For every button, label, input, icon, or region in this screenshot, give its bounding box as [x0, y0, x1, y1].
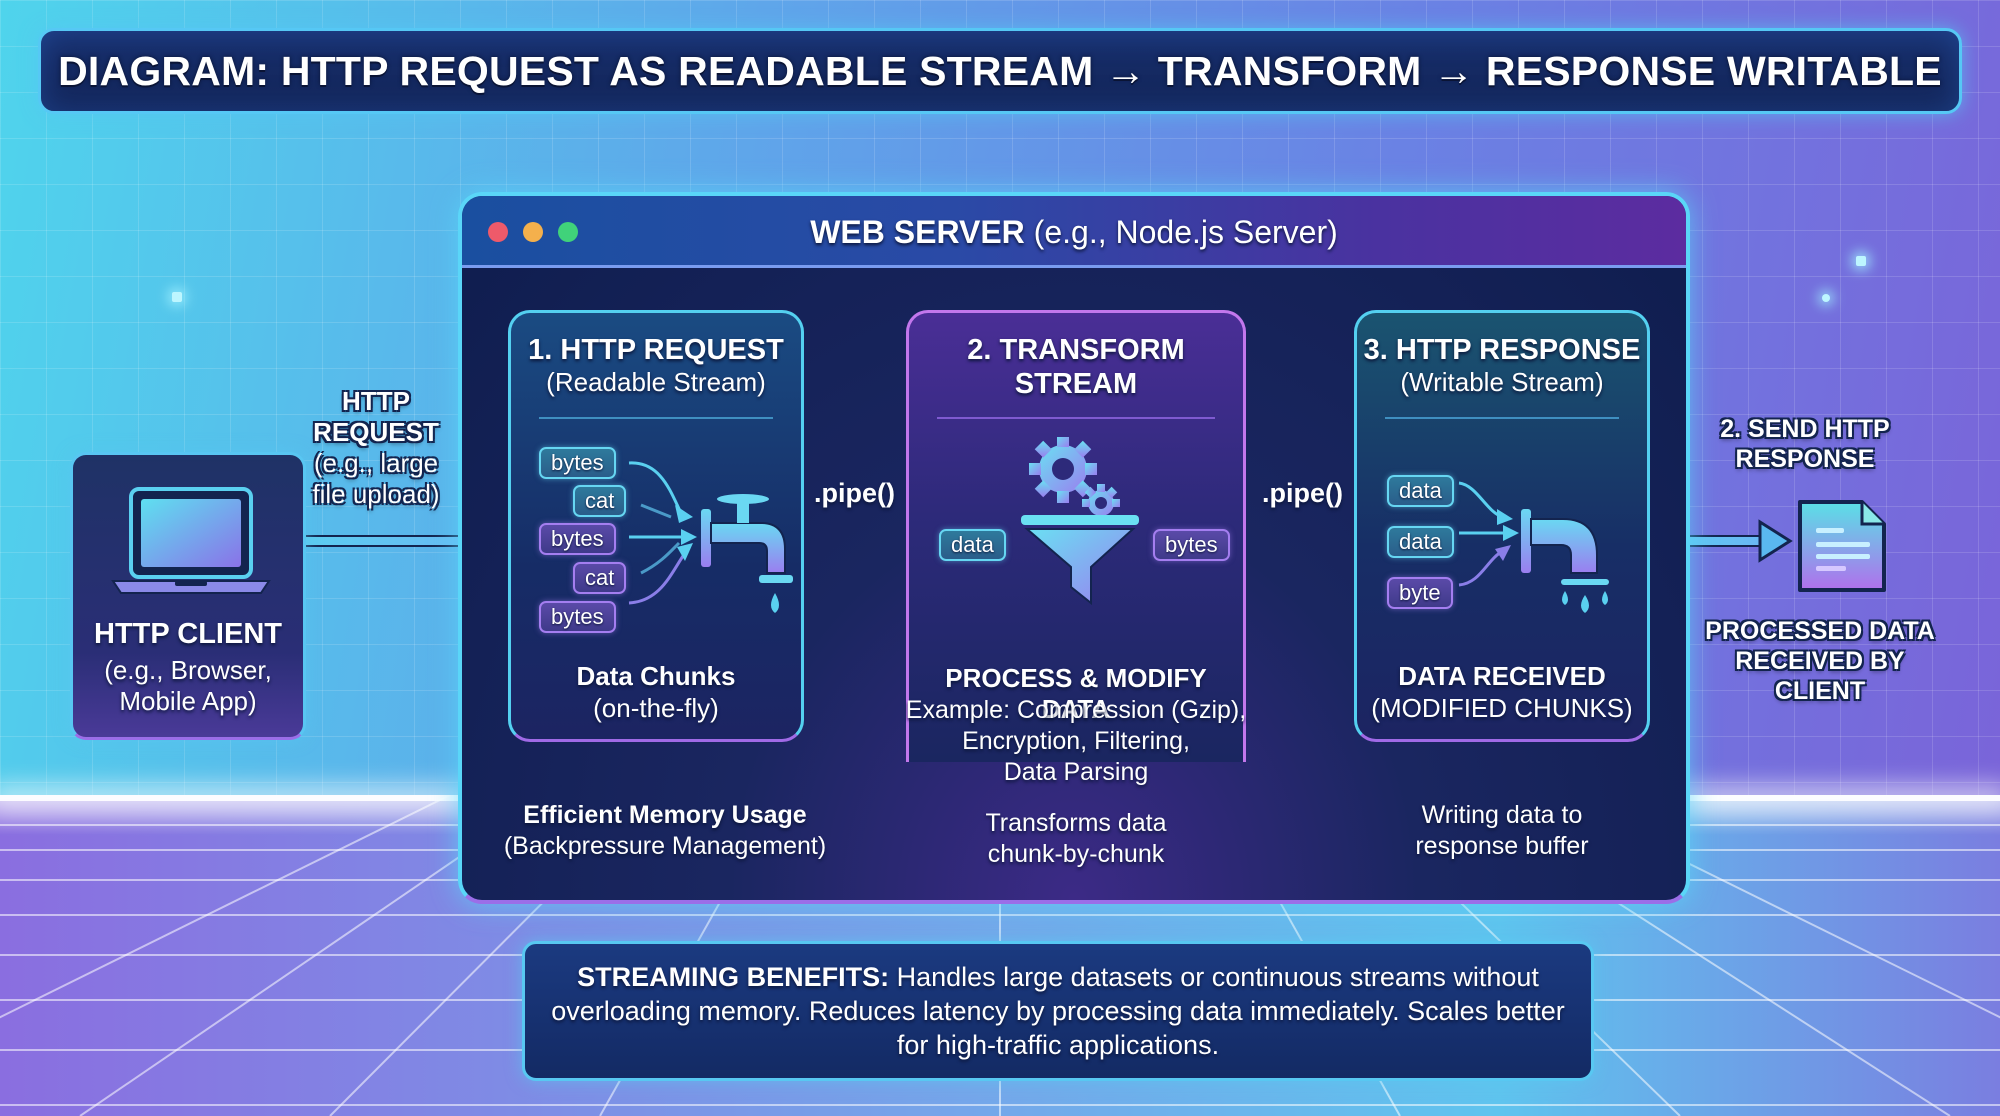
output-chip: bytes: [1153, 529, 1230, 561]
processed-data-label: PROCESSED DATA RECEIVED BY CLIENT: [1705, 617, 1935, 705]
gear-funnel-icon: [1021, 437, 1139, 606]
server-title: WEB SERVER (e.g., Node.js Server): [810, 214, 1338, 250]
web-server-window: WEB SERVER (e.g., Node.js Server) 1. HTT…: [458, 192, 1690, 904]
writing-note: Writing data to response buffer: [1415, 801, 1589, 860]
stage-2-title: 2. TRANSFORM STREAM: [967, 334, 1185, 400]
stage-transform-stream: 2. TRANSFORM STREAM data bytes: [906, 310, 1246, 786]
chunk-chip: bytes: [539, 447, 616, 479]
sparkle: [172, 292, 182, 302]
stage-2-examples: Example: Compression (Gzip), Encryption,…: [905, 696, 1247, 786]
chunk-chip: bytes: [539, 523, 616, 555]
chunk-chip: data: [1387, 475, 1454, 507]
chunk-chip: bytes: [539, 601, 616, 633]
sparkle: [1856, 256, 1866, 266]
divider: [1385, 417, 1619, 419]
document-icon: [1798, 500, 1886, 592]
title-banner: DIAGRAM: HTTP REQUEST AS READABLE STREAM…: [38, 28, 1962, 114]
stage-2-footer-title: PROCESS & MODIFY DATA: [945, 663, 1207, 724]
transform-note: Transforms data chunk-by-chunk: [985, 809, 1167, 868]
client-subtitle: (e.g., Browser, Mobile App): [104, 655, 272, 716]
divider: [539, 417, 773, 419]
stage-1-title: 1. HTTP REQUEST: [528, 334, 784, 366]
input-chip: data: [939, 529, 1006, 561]
pipe-outlet-icon: [1458, 481, 1609, 613]
page-title: DIAGRAM: HTTP REQUEST AS READABLE STREAM…: [58, 47, 1942, 94]
http-client-box: HTTP CLIENT (e.g., Browser, Mobile App): [70, 452, 306, 740]
divider: [937, 417, 1215, 419]
chunk-chip: data: [1387, 526, 1454, 558]
stage-1-subtitle: (Readable Stream): [546, 367, 766, 397]
window-minimize-button[interactable]: [523, 222, 543, 242]
sparkle: [1822, 294, 1830, 302]
send-response-label: 2. SEND HTTP RESPONSE: [1720, 415, 1890, 473]
stage-1-footer-title: Data Chunks: [576, 661, 736, 691]
stage-writable-stream: 3. HTTP RESPONSE (Writable Stream) data …: [1354, 310, 1650, 742]
memory-note: Efficient Memory Usage (Backpressure Man…: [503, 801, 827, 860]
chunk-chip: cat: [573, 562, 627, 594]
stage-3-footer-subtitle: (MODIFIED CHUNKS): [1371, 693, 1633, 723]
stage-3-footer-title: DATA RECEIVED: [1398, 661, 1606, 691]
server-titlebar: WEB SERVER (e.g., Node.js Server): [462, 196, 1686, 268]
chunk-chip: byte: [1387, 577, 1453, 609]
chunk-chip: cat: [573, 485, 627, 517]
benefits-text: STREAMING BENEFITS: Handles large datase…: [551, 962, 1565, 1060]
stage-3-subtitle: (Writable Stream): [1400, 367, 1604, 397]
stage-readable-stream: 1. HTTP REQUEST (Readable Stream) bytes …: [508, 310, 804, 742]
laptop-icon: [111, 487, 271, 594]
pipe-label-1: .pipe(): [814, 478, 895, 508]
pipe-label-2: .pipe(): [1262, 478, 1343, 508]
window-close-button[interactable]: [488, 222, 508, 242]
streaming-benefits-box: STREAMING BENEFITS: Handles large datase…: [522, 941, 1594, 1081]
window-maximize-button[interactable]: [558, 222, 578, 242]
request-label: HTTP REQUEST (e.g., large file upload): [312, 386, 440, 509]
faucet-icon: [628, 461, 793, 613]
stage-3-title: 3. HTTP RESPONSE: [1363, 334, 1641, 366]
client-title: HTTP CLIENT: [94, 618, 282, 650]
stage-1-footer-subtitle: (on-the-fly): [593, 693, 719, 723]
